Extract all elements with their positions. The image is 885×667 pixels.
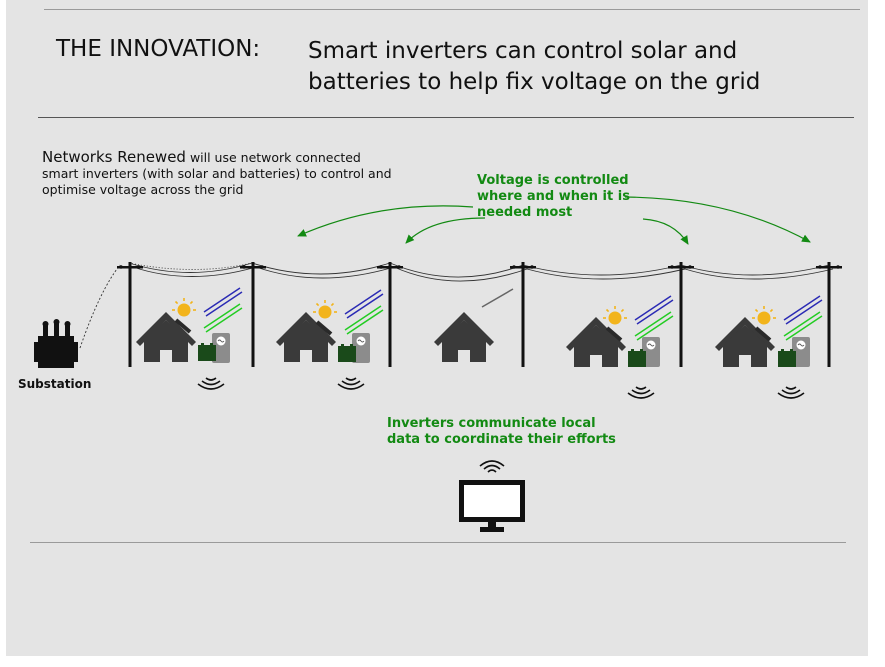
power-lines	[79, 262, 834, 349]
voltage-line-2: where and when it is	[477, 189, 630, 204]
voltage-arrows	[297, 196, 811, 245]
solar-panel-icon	[750, 294, 824, 342]
power-pole	[240, 262, 266, 367]
house-3	[434, 288, 514, 362]
voltage-annotation: Voltage is controlled where and when it …	[477, 173, 630, 221]
battery-icon	[198, 343, 216, 361]
page-title: Smart inverters can control solar and ba…	[308, 36, 760, 98]
title-line-1: Smart inverters can control solar and	[308, 38, 738, 64]
title-line-2: batteries to help fix voltage on the gri…	[308, 69, 761, 95]
voltage-line-1: Voltage is controlled	[477, 173, 629, 188]
transformer-icon	[34, 319, 78, 368]
substation-label: Substation	[18, 377, 92, 391]
arrow-to-pole-2	[297, 205, 474, 237]
solar-panel-icon	[311, 288, 385, 336]
power-pole	[668, 262, 694, 367]
intro-line-3: optimise voltage across the grid	[42, 182, 244, 197]
house-icon	[434, 312, 494, 362]
wifi-icon	[479, 460, 505, 473]
house-2	[276, 288, 385, 390]
battery-icon	[338, 344, 356, 362]
house-icon	[715, 317, 775, 367]
house-4	[566, 294, 675, 399]
brand-name: Networks Renewed	[42, 148, 186, 166]
power-pole	[510, 262, 536, 367]
wifi-icon	[337, 377, 365, 390]
intro-text: Networks Renewed will use network connec…	[42, 149, 422, 198]
communication-annotation: Inverters communicate local data to coor…	[387, 416, 616, 448]
wifi-icon	[777, 386, 805, 399]
comm-line-1: Inverters communicate local	[387, 416, 596, 431]
top-rule	[44, 9, 860, 10]
title-prefix: THE INNOVATION:	[56, 36, 261, 62]
voltage-line-3: needed most	[477, 205, 573, 220]
house-5	[715, 294, 824, 399]
power-pole	[117, 262, 143, 367]
battery-icon	[778, 349, 796, 367]
wifi-icon	[197, 377, 225, 390]
wifi-icon	[627, 386, 655, 399]
house-1	[136, 286, 244, 390]
slide-background	[6, 0, 868, 656]
solar-panel-icon	[170, 286, 244, 334]
intro-line-1: will use network connected	[189, 150, 361, 165]
arrow-to-pole-3	[405, 217, 486, 244]
power-pole	[816, 262, 842, 367]
house-icon	[276, 312, 336, 362]
house-icon	[566, 317, 626, 367]
comm-line-2: data to coordinate their efforts	[387, 432, 616, 447]
solar-panel-icon	[601, 294, 675, 342]
monitor-icon	[459, 480, 525, 532]
arrow-to-pole-5	[642, 218, 689, 245]
title-rule	[38, 117, 854, 118]
service-line	[481, 288, 514, 308]
arrow-to-pole-6	[624, 196, 811, 243]
bottom-rule	[30, 542, 846, 543]
battery-icon	[628, 349, 646, 367]
power-pole	[377, 262, 403, 367]
intro-line-2: smart inverters (with solar and batterie…	[42, 166, 392, 181]
house-icon	[136, 312, 196, 362]
